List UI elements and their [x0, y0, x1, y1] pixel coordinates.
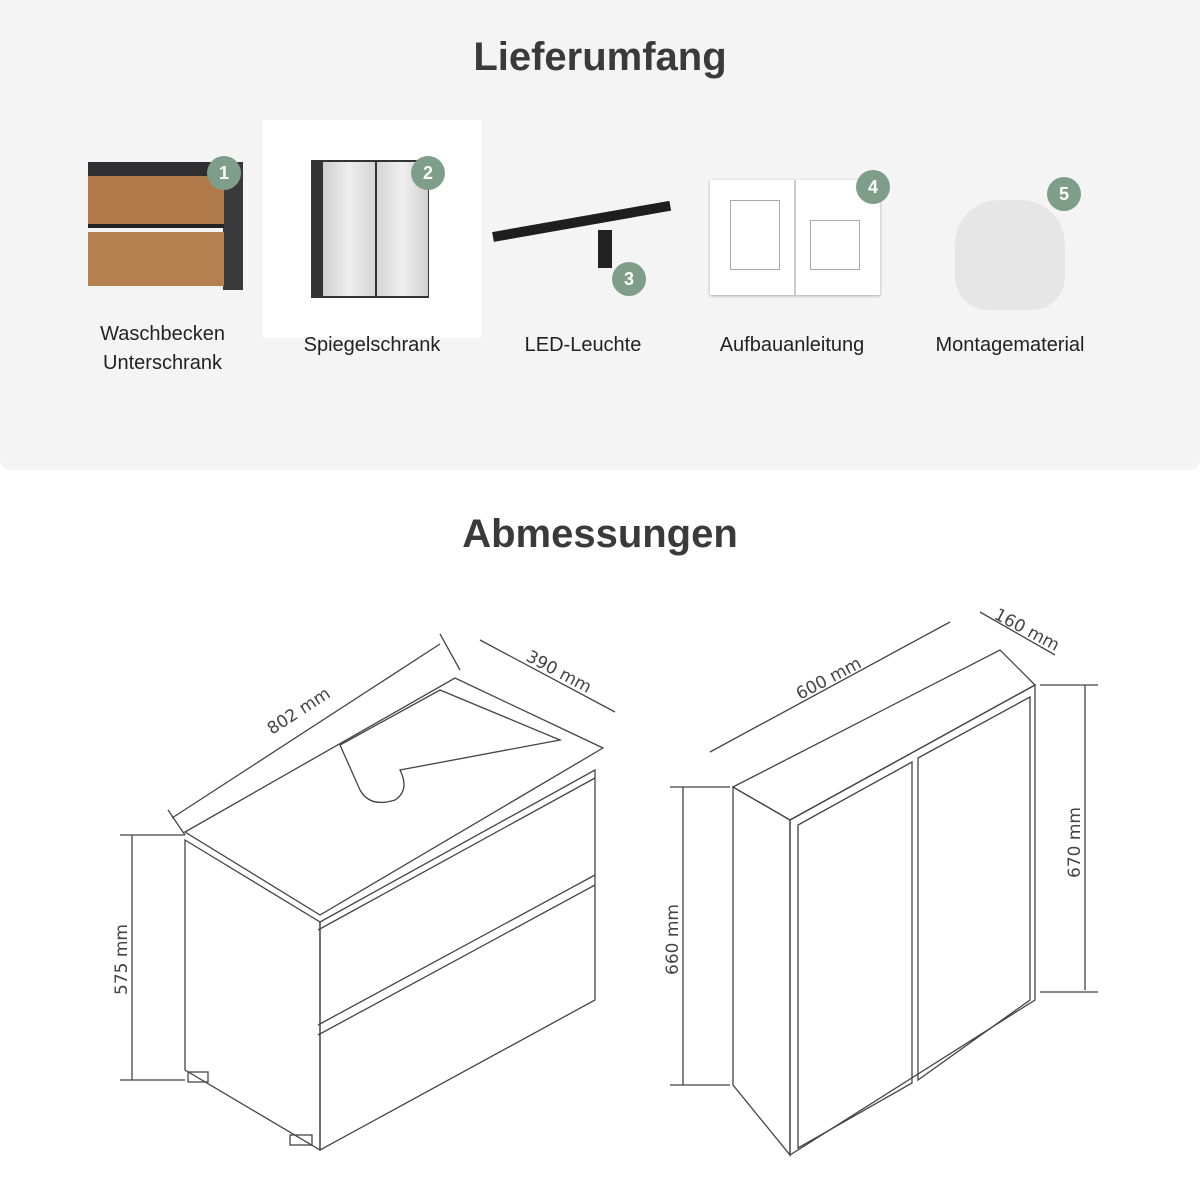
vanity-cabinet-drawing	[120, 633, 616, 1152]
dim-mirror-width: 600 mm	[793, 653, 865, 704]
section-title-delivery: Lieferumfang	[473, 35, 727, 79]
mounting-bag-image	[955, 200, 1065, 310]
item-label: Spiegelschrank	[303, 334, 441, 356]
item-label: Montagematerial	[935, 334, 1085, 356]
mirror-cabinet-drawing	[670, 611, 1098, 1157]
dim-cabinet-width: 802 mm	[264, 684, 334, 739]
vanity-cabinet-image	[88, 162, 243, 294]
item-label: Aufbauanleitung	[719, 334, 865, 356]
dim-mirror-height-side: 660 mm	[663, 904, 683, 975]
item-led-light: 3 LED-Leuchte	[483, 170, 683, 370]
dim-cabinet-depth: 390 mm	[523, 647, 595, 698]
dim-cabinet-height: 575 mm	[112, 924, 132, 995]
dim-mirror-depth: 160 mm	[991, 605, 1063, 656]
badge-2: 2	[411, 156, 445, 190]
item-mounting-material: 5 Montagematerial	[920, 170, 1100, 370]
item-vanity-cabinet: 1 Waschbecken Unterschrank	[60, 150, 265, 390]
item-manual: 4 Aufbauanleitung	[692, 170, 892, 370]
manual-image	[710, 180, 880, 295]
section-title-dimensions: Abmessungen	[462, 512, 738, 556]
badge-1: 1	[207, 156, 241, 190]
item-label: Waschbecken	[100, 323, 225, 345]
item-label: LED-Leuchte	[524, 334, 642, 356]
item-label: Unterschrank	[103, 352, 222, 374]
item-mirror-cabinet: 2 Spiegelschrank	[263, 120, 481, 370]
badge-5: 5	[1047, 177, 1081, 211]
dim-mirror-height-front: 670 mm	[1065, 807, 1085, 878]
badge-3: 3	[612, 262, 646, 296]
badge-4: 4	[856, 170, 890, 204]
